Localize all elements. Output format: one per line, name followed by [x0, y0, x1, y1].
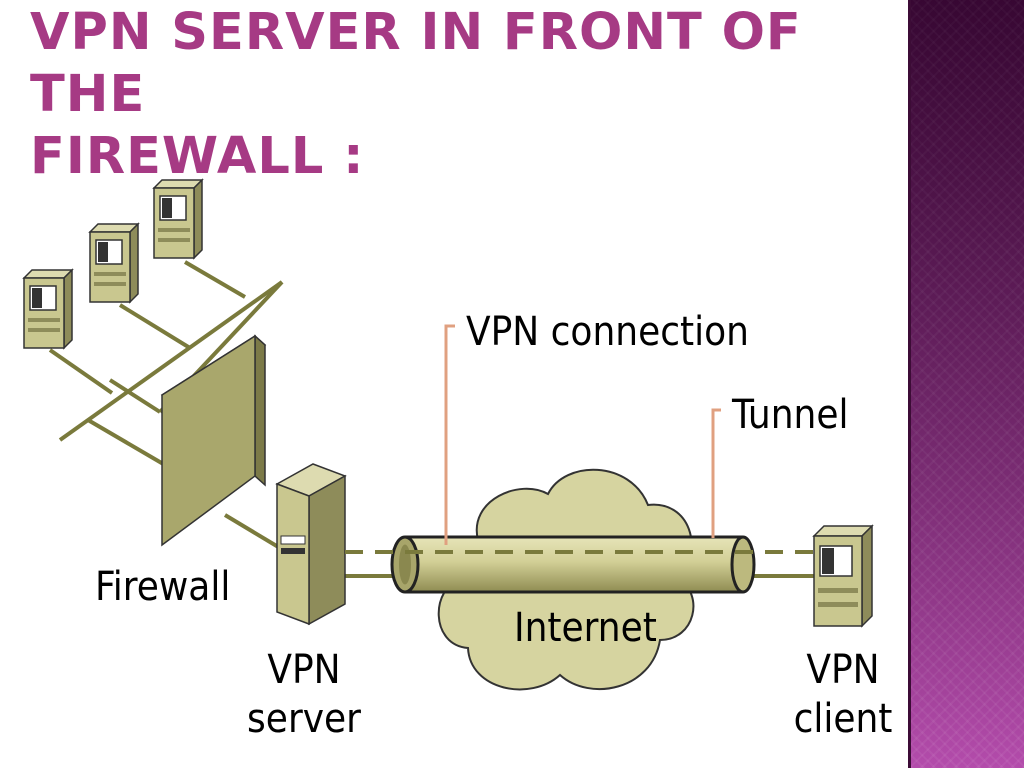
- title-line-2: FIREWALL :: [30, 127, 365, 186]
- vpn-server-label-line2: server: [247, 696, 361, 742]
- computer-icon: [22, 268, 74, 350]
- vpn-diagram: VPN connection Tunnel Firewall Internet …: [22, 178, 893, 742]
- computer-icon: [152, 178, 204, 260]
- slide-title: VPN SERVER IN FRONT OF THE FIREWALL :: [30, 2, 890, 188]
- computer-icon: [812, 524, 874, 628]
- side-panel-edge: [908, 0, 911, 768]
- callout-lines: [444, 324, 721, 545]
- internet-label: Internet: [514, 605, 657, 651]
- server-icon: [275, 463, 347, 626]
- side-panel: [911, 0, 1024, 768]
- tunnel-icon: [390, 535, 756, 594]
- firewall-label: Firewall: [95, 564, 230, 610]
- vpn-connection-label: VPN connection: [466, 309, 749, 355]
- computer-icon: [88, 222, 140, 304]
- vpn-server-label-line1: VPN: [267, 647, 340, 693]
- vpn-client-label-line1: VPN: [806, 647, 879, 693]
- firewall-icon: [160, 334, 267, 547]
- title-line-1: VPN SERVER IN FRONT OF THE: [30, 3, 802, 124]
- lan-backbone: [48, 260, 284, 550]
- vpn-client-label-line2: client: [794, 696, 893, 742]
- tunnel-label: Tunnel: [731, 392, 848, 438]
